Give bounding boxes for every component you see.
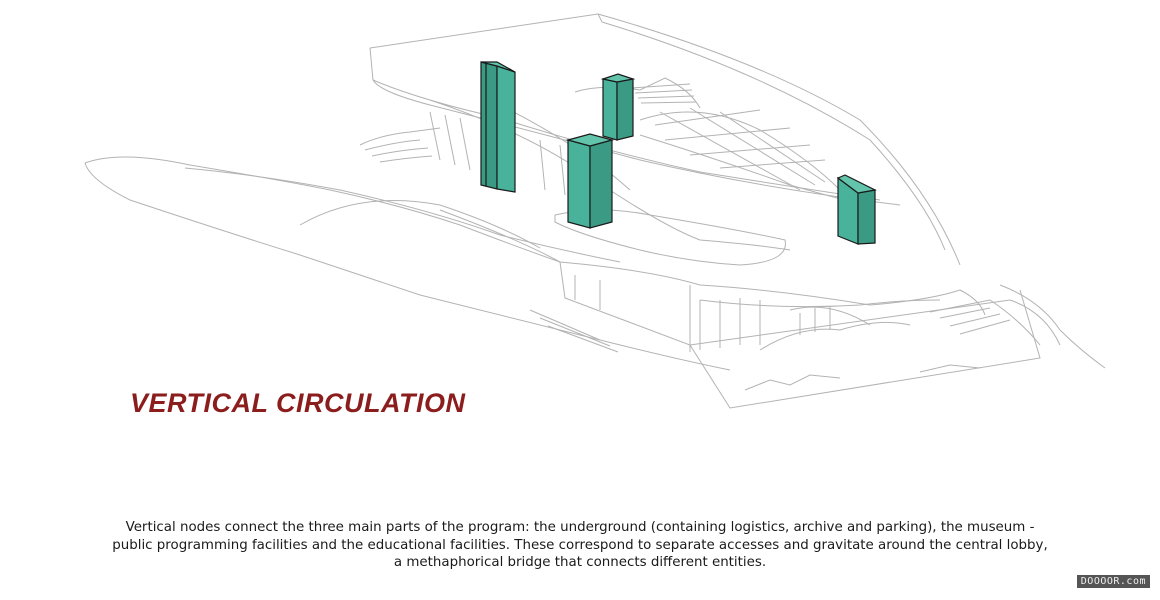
building-outline	[84, 13, 1106, 409]
diagram-title: VERTICAL CIRCULATION	[130, 388, 466, 418]
core-tall-left	[480, 61, 516, 193]
core-center	[565, 133, 615, 229]
watermark: DOOOOR.com	[1076, 575, 1150, 588]
caption-line-2: public programming facilities and the ed…	[112, 537, 1048, 553]
caption-line-3: a methaphorical bridge that connects dif…	[393, 555, 767, 570]
caption: Vertical nodes connect the three main pa…	[80, 519, 1080, 572]
core-top-center	[600, 73, 636, 141]
caption-line-1: Vertical nodes connect the three main pa…	[125, 520, 1035, 535]
core-right	[836, 174, 877, 245]
